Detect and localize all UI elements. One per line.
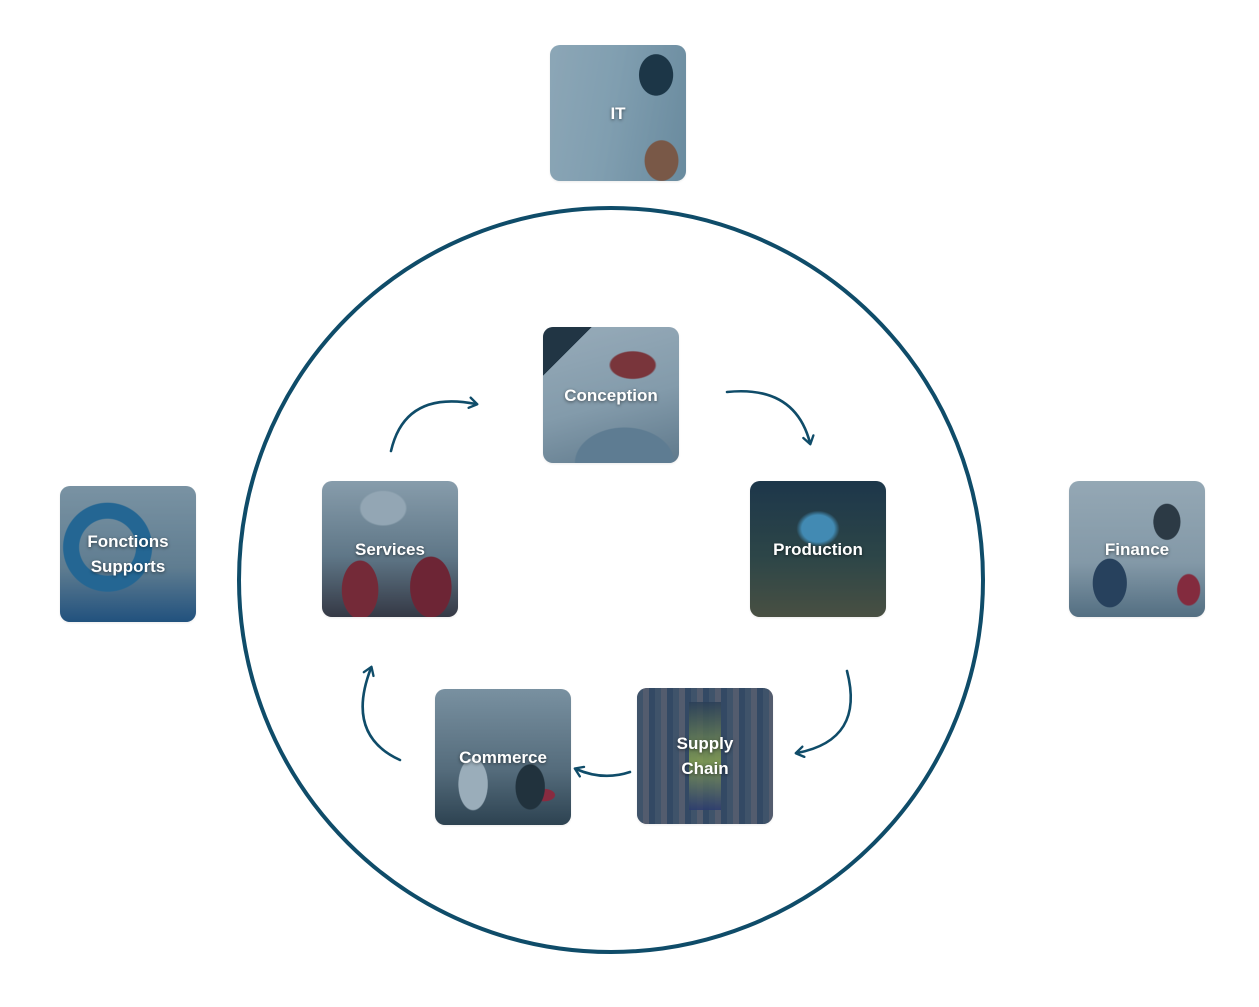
services-technicians-photo <box>322 481 458 617</box>
tile-commerce[interactable]: Commerce <box>435 689 571 825</box>
tile-services-label: Services <box>355 539 425 559</box>
tile-production-label: Production <box>773 539 863 559</box>
tile-finance-label: Finance <box>1104 539 1170 559</box>
tile-conception-label: Conception <box>564 385 658 405</box>
tile-commerce-label: Commerce <box>459 747 547 767</box>
it-team-photo <box>550 45 686 181</box>
arrow-services-to-conception <box>389 396 479 453</box>
tile-production[interactable]: Production <box>750 481 886 617</box>
arrow-production-to-supply <box>794 669 852 759</box>
tile-supply-chain[interactable]: Supply Chain <box>637 688 773 824</box>
tile-services[interactable]: Services <box>322 481 458 617</box>
tile-fonctions-supports[interactable]: Fonctions Supports <box>60 486 196 622</box>
production-welding-photo <box>750 481 886 617</box>
arrow-commerce-to-services <box>361 665 402 762</box>
tile-it-label: IT <box>610 103 626 123</box>
tile-fonctions-supports-label: Fonctions Supports <box>87 532 169 576</box>
tile-it[interactable]: IT <box>550 45 686 181</box>
arrow-conception-to-production <box>725 389 815 446</box>
tile-conception[interactable]: Conception <box>543 327 679 463</box>
outer-ring <box>237 206 985 954</box>
conception-cad-photo <box>543 327 679 463</box>
supply-chain-warehouse-photo <box>637 688 773 824</box>
finance-office-photo <box>1069 481 1205 617</box>
commerce-handshake-photo <box>435 689 571 825</box>
arrow-supply-to-commerce <box>573 765 632 778</box>
tile-supply-chain-label: Supply Chain <box>676 734 734 778</box>
fonctions-supports-office-photo <box>60 486 196 622</box>
tile-finance[interactable]: Finance <box>1069 481 1205 617</box>
